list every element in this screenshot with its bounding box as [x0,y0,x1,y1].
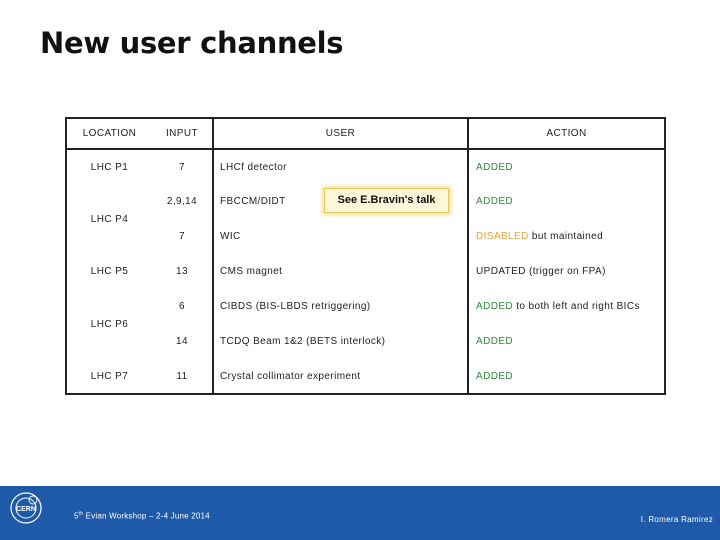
user-cell: WIC [212,219,468,254]
table-row: LHC P7 11 Crystal collimator experiment … [65,359,666,395]
header-input: INPUT [152,117,213,150]
action-cell: DISABLED but maintained [467,219,666,254]
table-row: LHC P6 6 CIBDS (BIS-LBDS retriggering) A… [65,289,666,359]
footer-event: 5th Evian Workshop – 2-4 June 2014 [74,511,210,521]
action-cell: ADDED [467,184,666,219]
action-cell: UPDATED (trigger on FPA) [467,254,666,289]
user-name: FBCCM/DIDT [220,196,286,207]
location-cell: LHC P7 [65,359,152,395]
user-cell: TCDQ Beam 1&2 (BETS interlock) [212,324,468,359]
action-status: ADDED [476,336,514,347]
input-cell: 11 [152,359,213,395]
user-channels-table-wrapper: LOCATION INPUT USER ACTION LHC P1 7 LHCf… [65,117,666,406]
cern-logo-icon: CERN [9,491,43,525]
user-channels-table: LOCATION INPUT USER ACTION LHC P1 7 LHCf… [65,117,666,395]
action-note: but maintained [531,231,604,242]
table-row: LHC P1 7 LHCf detector ADDED [65,149,666,184]
action-status: ADDED [476,196,514,207]
svg-text:CERN: CERN [16,506,36,513]
table-header-row: LOCATION INPUT USER ACTION [65,117,666,150]
input-cell: 6 [179,301,185,312]
action-status: ADDED [476,370,514,382]
action-status: ADDED [476,301,514,312]
slide-footer: CERN 5th Evian Workshop – 2-4 June 2014 … [0,486,720,540]
table-row: 14 TCDQ Beam 1&2 (BETS interlock) ADDED [66,324,666,359]
user-cell: Crystal collimator experiment [212,359,468,395]
slide-title: New user channels [40,26,344,60]
header-location: LOCATION [65,117,152,150]
footer-author: I. Romera Ramirez [640,515,713,524]
table-row: LHC P4 2,9,14 FBCCM/DIDT See E.Bravin's … [65,184,666,254]
action-cell: ADDED [467,359,666,395]
action-note: to both left and right BICs [516,301,640,312]
input-cell: 2,9,14 [166,196,198,207]
action-cell: ADDED [467,324,666,359]
user-cell: CIBDS (BIS-LBDS retriggering) [212,289,468,324]
action-status: UPDATED (trigger on FPA) [476,266,606,277]
action-status: DISABLED [476,231,529,242]
location-cell: LHC P5 [65,254,152,289]
user-cell: CMS magnet [212,254,468,289]
table-row: LHC P5 13 CMS magnet UPDATED (trigger on… [65,254,666,289]
input-cell: 14 [176,336,188,347]
location-cell: LHC P4 [65,184,152,254]
location-cell: LHC P6 [65,289,152,359]
action-cell: ADDED [467,149,666,184]
header-action: ACTION [467,117,666,150]
action-status: ADDED [476,161,514,173]
input-cell: 7 [179,231,185,242]
location-cell: LHC P1 [65,149,152,184]
user-cell: LHCf detector [212,149,468,184]
table-row: 7 WIC DISABLED but maintained [66,219,666,254]
user-cell: FBCCM/DIDT See E.Bravin's talk [212,184,468,219]
action-cell: ADDED to both left and right BICs [467,289,666,324]
talk-reference-callout: See E.Bravin's talk [324,188,449,213]
input-cell: 7 [179,161,185,173]
input-cell: 13 [176,266,188,277]
header-user: USER [212,117,468,150]
